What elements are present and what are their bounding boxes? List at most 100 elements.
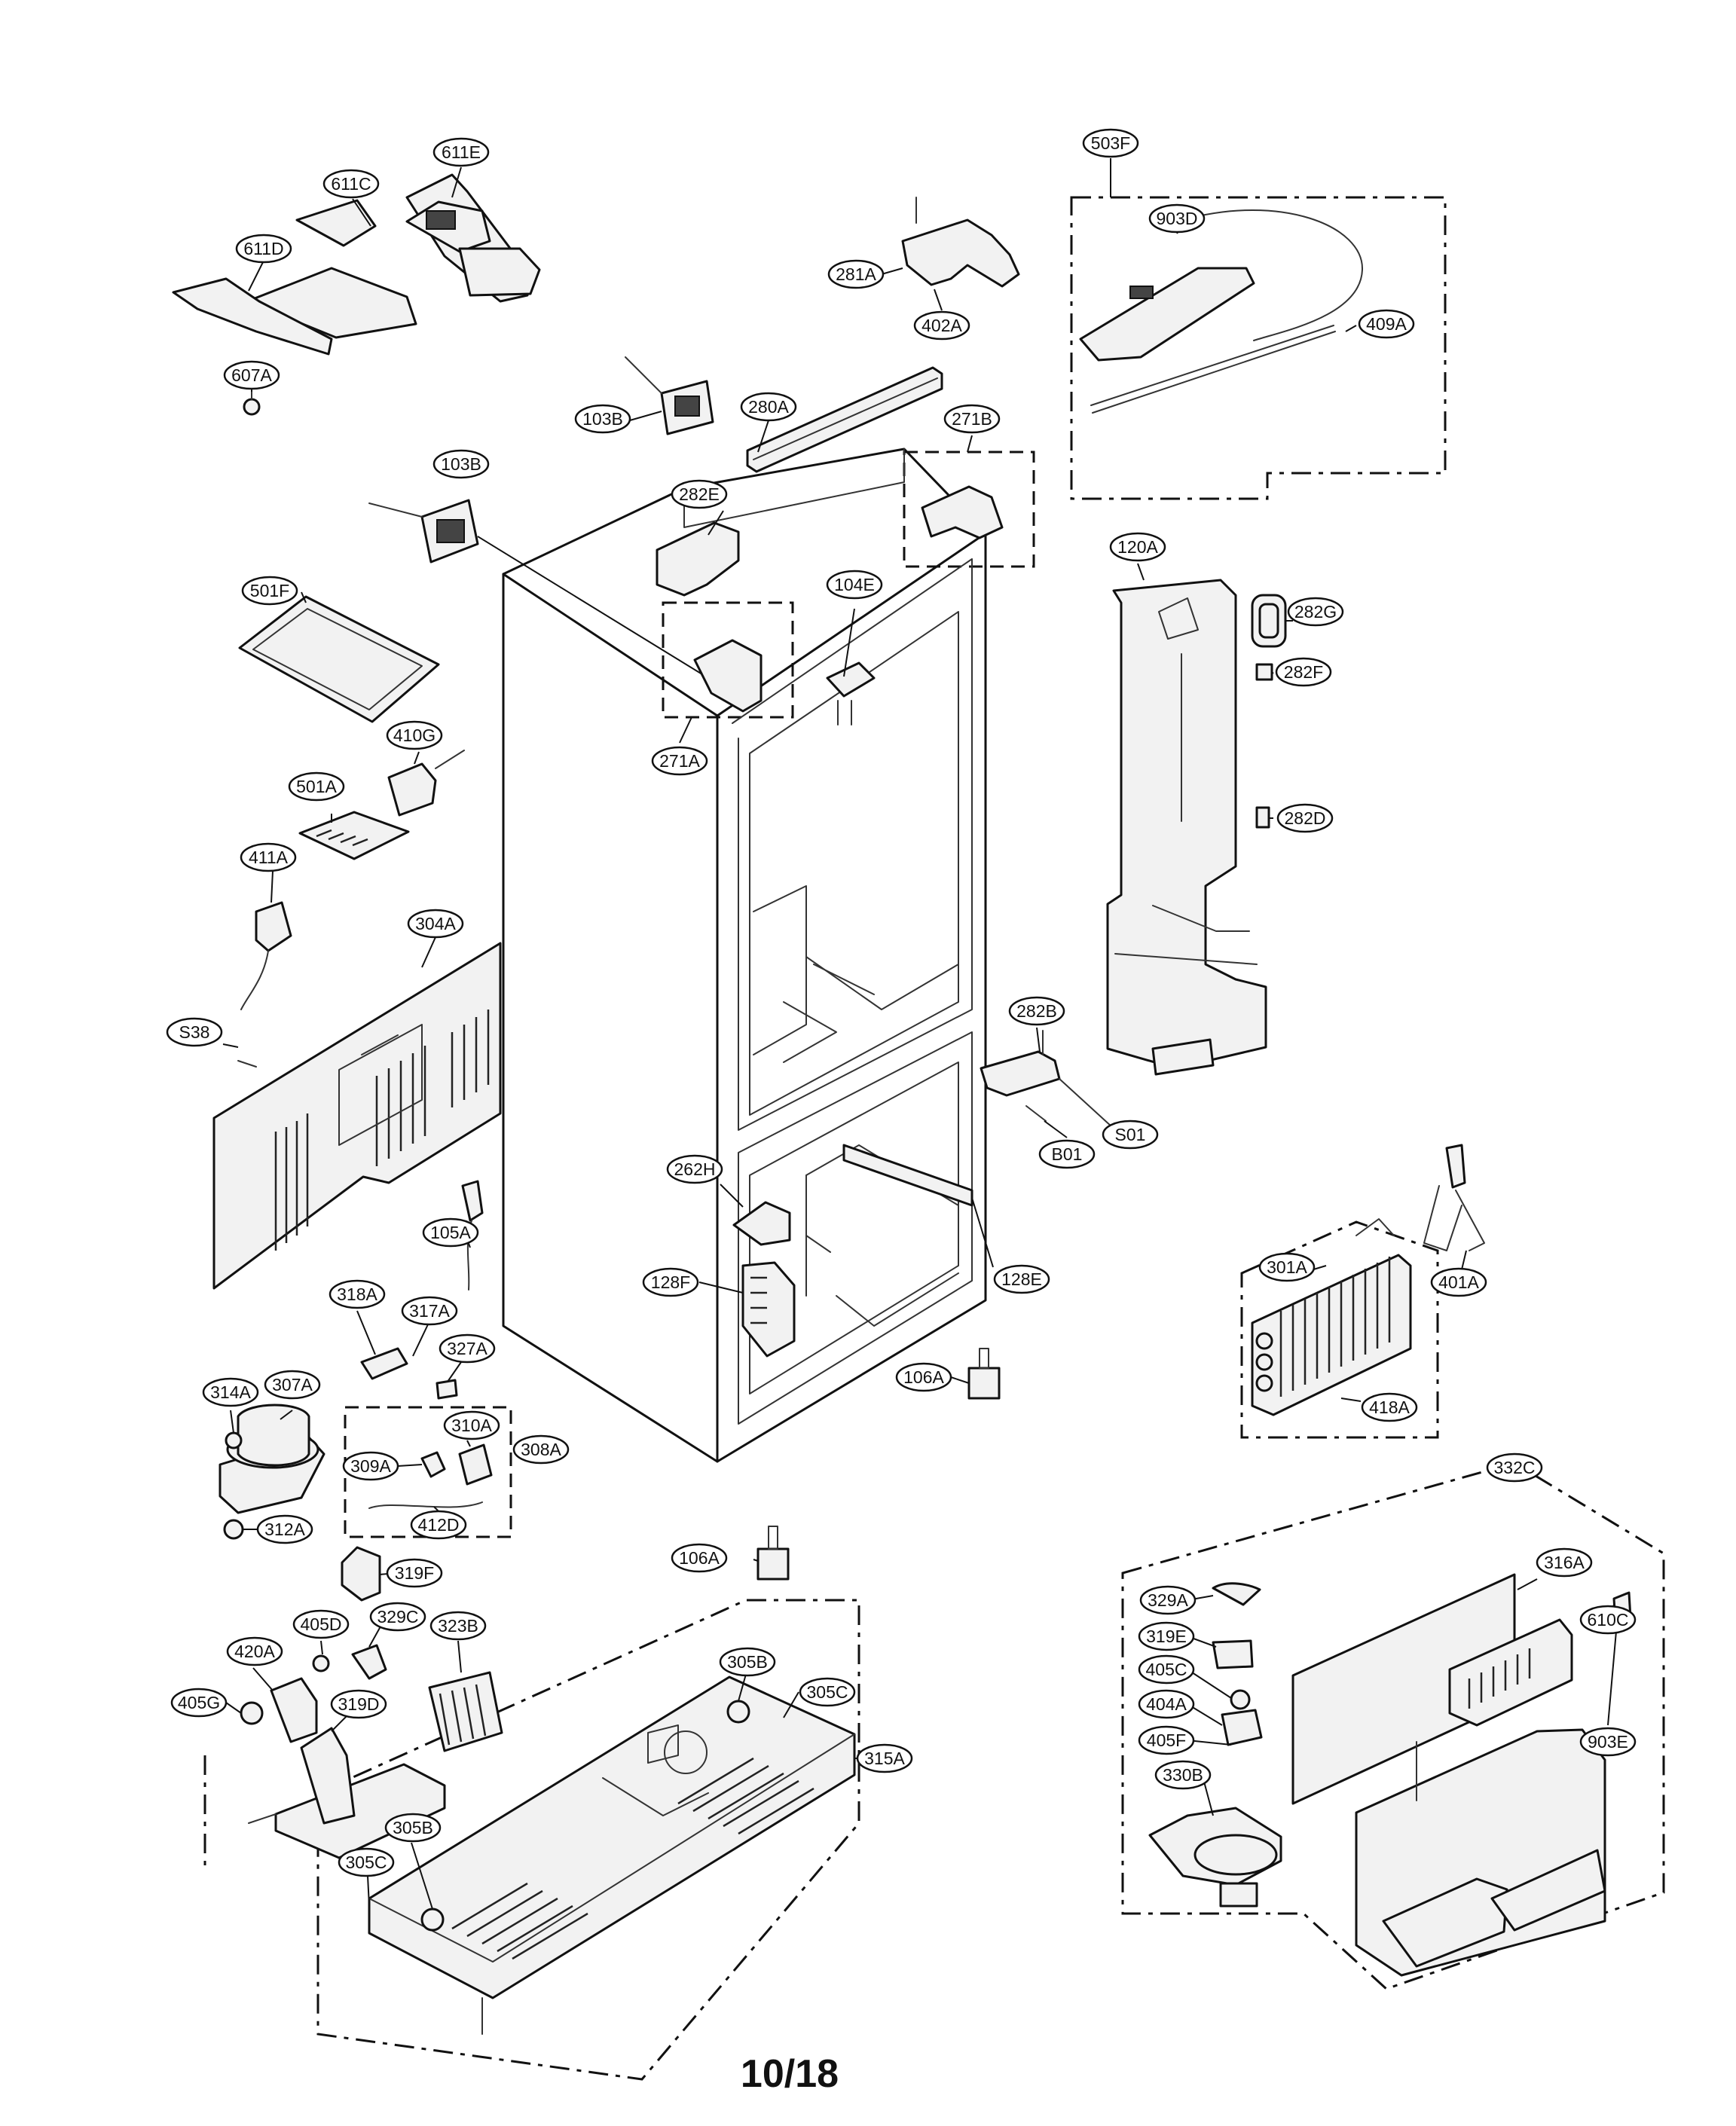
part-callout: 405F (1138, 1725, 1195, 1755)
callout-ring (439, 1333, 496, 1364)
part-callout: 105A (422, 1217, 479, 1248)
part-callout: 610C (1579, 1605, 1637, 1635)
callout-label: 329A (1148, 1590, 1188, 1610)
part-262h-105a-128 (461, 1180, 831, 1358)
part-callout: 330B (1154, 1760, 1212, 1790)
part-106a-feet (756, 1348, 1001, 1581)
callout-label: 501A (296, 777, 337, 796)
callout-label: 281A (836, 264, 876, 284)
part-304a-back-cover (212, 942, 502, 1290)
callout-ring (235, 234, 292, 264)
group-box-308a (344, 1406, 512, 1538)
callout-label: 405D (301, 1614, 342, 1634)
part-callout: 309A (342, 1451, 399, 1481)
callout-ring (223, 360, 280, 390)
callout-ring (799, 1677, 856, 1707)
callout-label: 409A (1366, 314, 1407, 334)
part-callout: 308A (512, 1434, 570, 1465)
part-callout: 282B (1008, 996, 1065, 1026)
callout-label: 503F (1091, 133, 1130, 153)
part-callout: 411A (240, 842, 297, 872)
callout-ring (338, 1847, 395, 1877)
callout-label: 611D (243, 239, 283, 258)
part-fan-group (240, 1644, 503, 1859)
part-callout: 282G (1287, 597, 1344, 627)
part-callout: 128F (642, 1267, 699, 1297)
callout-ring (386, 1558, 443, 1588)
callout-ring (422, 1217, 479, 1248)
callout-ring (322, 169, 380, 199)
part-281a-bracket (901, 197, 1020, 288)
callout-label: 120A (1117, 537, 1158, 557)
part-301a-evaporator (1251, 1144, 1485, 1416)
part-callout: 318A (329, 1279, 386, 1309)
part-280a-rail (746, 366, 943, 473)
callout-label: S38 (179, 1022, 210, 1042)
part-hinges (656, 485, 1004, 725)
part-callout: 319E (1138, 1621, 1195, 1651)
part-callout: 501A (288, 771, 345, 802)
callout-ring (432, 449, 490, 479)
callout-ring (292, 1609, 350, 1639)
callout-label: 282B (1016, 1001, 1057, 1021)
part-callout: 271A (651, 746, 708, 776)
part-callout: 281A (827, 259, 885, 289)
part-315a-base (368, 1675, 856, 2035)
part-callout: 611C (322, 169, 380, 199)
callout-label: 282E (679, 484, 720, 504)
callout-ring (1579, 1605, 1637, 1635)
part-callout: 312A (256, 1514, 313, 1544)
callout-ring (1358, 309, 1415, 339)
part-callout: S01 (1102, 1120, 1159, 1150)
callout-label: 305B (727, 1652, 768, 1672)
callout-label: 405G (178, 1693, 220, 1712)
callout-label: 319D (338, 1694, 380, 1714)
group-box-271b (903, 451, 1035, 568)
part-callout: 310A (443, 1410, 500, 1440)
callout-ring (1008, 996, 1065, 1026)
callout-label: 317A (409, 1301, 450, 1321)
callout-label: 305B (393, 1818, 433, 1837)
callout-label: 903D (1157, 209, 1198, 228)
callout-label: S01 (1115, 1125, 1146, 1144)
callout-ring (1276, 803, 1334, 833)
part-120a-duct (1106, 579, 1267, 1076)
callout-label: 611C (331, 174, 371, 194)
callout-ring (826, 570, 883, 600)
callout-label: 282F (1284, 662, 1323, 682)
part-callout: 323B (429, 1611, 487, 1641)
callout-ring (913, 310, 970, 341)
part-callout: 402A (913, 310, 970, 341)
callout-ring (1139, 1585, 1197, 1615)
callout-label: 329C (377, 1607, 419, 1627)
callout-ring (1486, 1452, 1543, 1483)
callout-ring (856, 1743, 913, 1773)
part-callout: 329A (1139, 1585, 1197, 1615)
callout-label: 316A (1544, 1553, 1585, 1572)
callout-label: 319F (395, 1563, 434, 1583)
callout-label: 319E (1146, 1627, 1187, 1646)
callout-label: 128E (1001, 1269, 1042, 1289)
callout-ring (1148, 203, 1206, 234)
callout-ring (512, 1434, 570, 1465)
callout-ring (1038, 1139, 1096, 1169)
part-callout: 611D (235, 234, 292, 264)
part-callout: 120A (1109, 532, 1166, 562)
callout-ring (895, 1362, 952, 1392)
callout-label: 312A (264, 1520, 305, 1539)
callout-ring (1138, 1689, 1195, 1719)
callout-label: 418A (1369, 1397, 1410, 1417)
part-callout: 282E (671, 479, 728, 509)
callout-ring (384, 1813, 442, 1843)
part-callout: 607A (223, 360, 280, 390)
callout-ring (1361, 1392, 1418, 1422)
callout-label: 305C (807, 1682, 848, 1702)
callout-label: 401A (1438, 1272, 1479, 1292)
callout-label: 307A (272, 1375, 313, 1394)
callout-label: 315A (864, 1749, 905, 1768)
part-callout: S38 (166, 1017, 223, 1047)
part-callout: 319F (386, 1558, 443, 1588)
part-103b-covers (368, 356, 714, 679)
callout-ring (1138, 1654, 1195, 1685)
